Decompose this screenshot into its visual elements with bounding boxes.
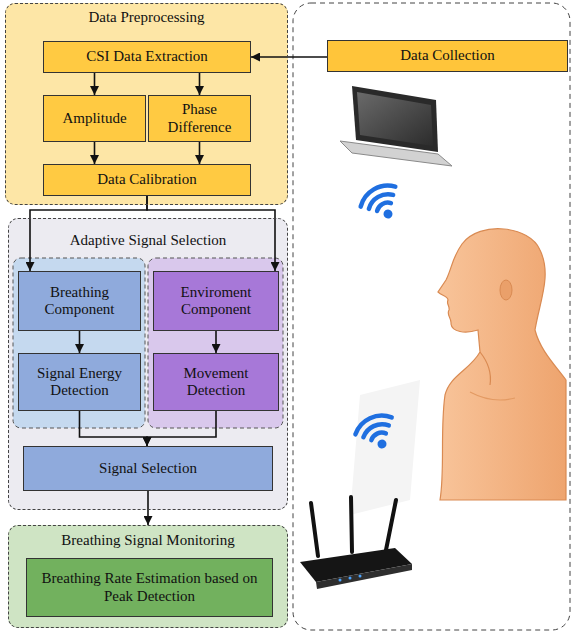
monitoring-panel-fill — [8, 525, 288, 628]
process-box: CSI Data Extraction — [43, 41, 251, 73]
flow-arrow — [79, 331, 81, 353]
preprocessing-panel-fill — [5, 3, 288, 205]
signal-glare — [350, 380, 420, 515]
box-label: Signal Energy Detection — [23, 365, 136, 400]
box-label: Data Calibration — [97, 171, 197, 188]
flow-arrow — [215, 331, 217, 353]
box-label: Signal Selection — [99, 460, 197, 477]
breathing-subpanel — [13, 258, 145, 428]
group-title: Data Preprocessing — [6, 9, 287, 26]
process-box: Signal Selection — [23, 446, 273, 491]
group-title: Breathing Signal Monitoring — [9, 532, 287, 549]
process-box: Enviroment Component — [153, 271, 279, 331]
laptop-screen — [357, 92, 433, 146]
selection-panel-fill — [8, 218, 288, 510]
scene-panel — [293, 3, 570, 630]
process-box: Amplitude — [43, 95, 146, 142]
box-label: Breathing Component — [23, 284, 136, 319]
router-front — [316, 564, 412, 589]
router-antenna — [351, 497, 352, 552]
person-ear — [500, 280, 512, 300]
wifi-dot — [376, 438, 388, 450]
process-box: Signal Energy Detection — [18, 353, 141, 411]
wifi-icon — [352, 410, 402, 457]
wifi-icon — [356, 179, 407, 227]
wifi-arc — [352, 410, 392, 435]
flow-arrow — [251, 56, 327, 58]
person-silhouette — [438, 229, 566, 500]
flow-arrow — [199, 142, 201, 164]
router-led — [349, 577, 352, 580]
flow-arrow — [94, 142, 96, 164]
process-box: Data Collection — [327, 40, 568, 72]
monitoring-panel: Breathing Signal MonitoringBreathing Rat… — [8, 525, 288, 628]
box-label: Amplitude — [62, 110, 126, 127]
wifi-arc — [375, 200, 391, 211]
group-title: Adaptive Signal Selection — [9, 232, 287, 249]
flow-arrow — [147, 491, 149, 525]
box-label: Enviroment Component — [158, 284, 274, 319]
throat-line — [480, 352, 491, 385]
flow-arrow — [199, 73, 201, 95]
flow-arrow — [94, 73, 96, 95]
process-box: Movement Detection — [153, 353, 279, 411]
router-antenna — [311, 503, 318, 556]
process-box: Breathing Component — [18, 271, 141, 331]
box-label: Breathing Rate Estimation based on Peak … — [31, 570, 268, 605]
wifi-dot — [382, 208, 394, 220]
environment-subpanel — [148, 258, 283, 428]
preprocessing-panel: Data PreprocessingCSI Data ExtractionAmp… — [5, 3, 288, 205]
process-box: Data Calibration — [43, 164, 251, 196]
box-label: Data Collection — [400, 47, 495, 64]
laptop-lid — [352, 86, 438, 152]
router-antenna — [386, 500, 396, 550]
collarbone-line — [470, 392, 515, 400]
laptop-base — [340, 141, 452, 166]
router-led — [339, 579, 342, 582]
process-box: Phase Difference — [148, 95, 251, 142]
box-label: Phase Difference — [153, 101, 246, 136]
box-label: CSI Data Extraction — [86, 48, 208, 65]
flow-arrow — [147, 411, 216, 446]
box-label: Movement Detection — [158, 365, 274, 400]
wifi-arc — [370, 430, 386, 440]
wifi-arc — [356, 179, 395, 206]
process-box: Breathing Rate Estimation based on Peak … — [26, 558, 273, 617]
flow-arrow — [80, 411, 148, 446]
selection-panel: Adaptive Signal SelectionBreathing Compo… — [8, 218, 288, 510]
router-led — [359, 575, 362, 578]
